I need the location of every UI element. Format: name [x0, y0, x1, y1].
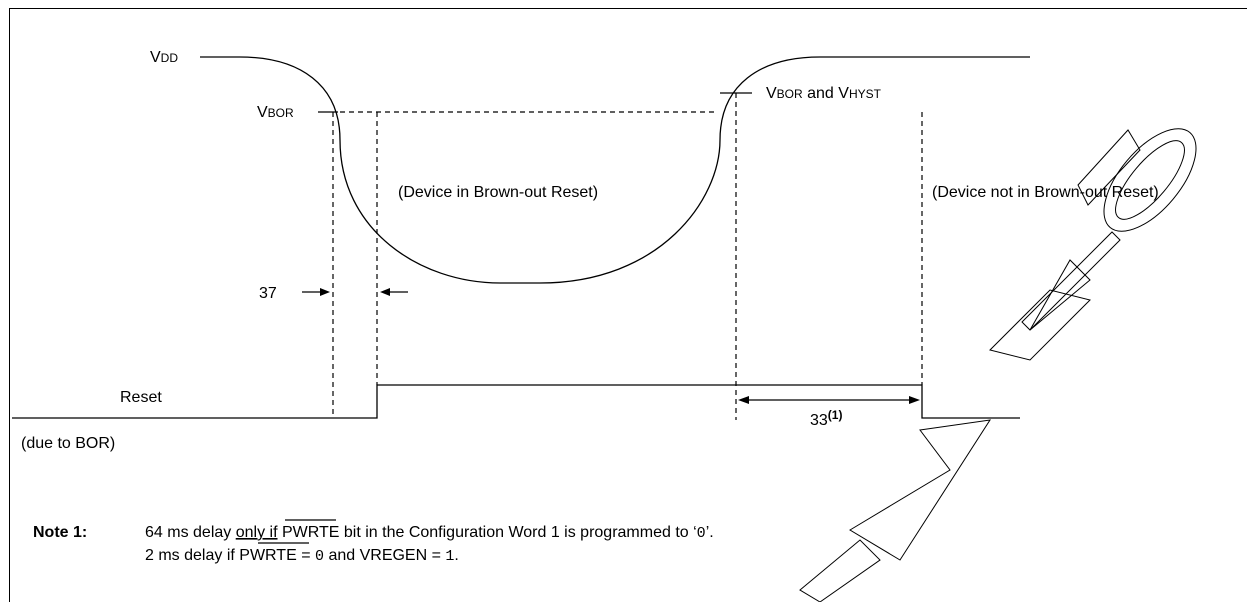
vbor-hyst-label: VBOR and VHYST	[766, 85, 882, 102]
diagram-border	[9, 8, 1247, 602]
pwrte-overbar-1: PWRTE	[282, 524, 339, 541]
note-line-2: 2 ms delay if PWRTE = 0 and VREGEN = 1.	[145, 547, 459, 565]
note-line-1: 64 ms delay only if PWRTE bit in the Con…	[145, 524, 714, 542]
note-label: Note 1:	[33, 524, 87, 541]
arrow-33-left-head	[738, 396, 749, 404]
arrow-37-left-head	[320, 288, 330, 296]
watermark-letter-o	[1103, 128, 1197, 232]
vbor-label: VBOR	[257, 104, 294, 121]
vdd-waveform	[200, 56, 1030, 284]
timing-33-label: 33(1)	[810, 408, 842, 429]
watermark-letter-i	[1021, 231, 1121, 331]
timing-37-label: 37	[259, 285, 277, 302]
watermark-letter-m	[849, 419, 992, 561]
not-in-reset-label: (Device not in Brown-out Reset)	[932, 184, 1159, 201]
vdd-label: VDD	[150, 49, 178, 66]
watermark-letter-t	[989, 289, 1091, 361]
watermark-letter-n-1	[1077, 129, 1141, 206]
reset-label: Reset	[120, 389, 162, 406]
arrow-33-right-head	[909, 396, 920, 404]
arrow-37-right-head	[380, 288, 390, 296]
reset-waveform	[12, 384, 1020, 419]
watermark-letter-o-2	[799, 539, 881, 602]
in-reset-label: (Device in Brown-out Reset)	[398, 184, 598, 201]
watermark-letter-a	[1029, 259, 1091, 331]
reset-cause-label: (due to BOR)	[21, 435, 115, 452]
watermark	[799, 128, 1197, 602]
